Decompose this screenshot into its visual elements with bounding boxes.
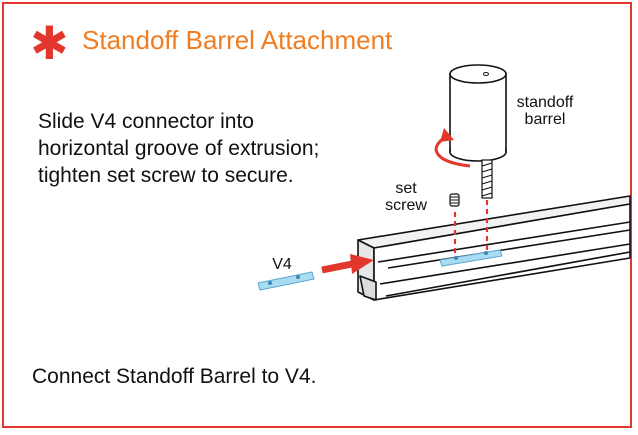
set-screw-label: set screw (385, 180, 427, 214)
standoff-barrel-label: standoff barrel (516, 94, 574, 128)
footer-text: Connect Standoff Barrel to V4. (32, 365, 317, 388)
standoff-barrel (449, 64, 507, 199)
insert-arrow (321, 254, 374, 274)
set-screw (449, 193, 460, 207)
asterisk-icon: ✱ (30, 16, 69, 70)
v4-connector-installed (439, 249, 503, 267)
page-title: Standoff Barrel Attachment (82, 24, 393, 55)
v4-connector (257, 271, 315, 291)
extrusion-rail (357, 195, 631, 301)
v4-label: V4 (272, 256, 292, 273)
header: ✱ Standoff Barrel Attachment (30, 16, 393, 70)
guide-lines (453, 200, 489, 256)
rotation-arrow (434, 128, 471, 168)
instruction-text: Slide V4 connector into horizontal groov… (38, 110, 320, 187)
